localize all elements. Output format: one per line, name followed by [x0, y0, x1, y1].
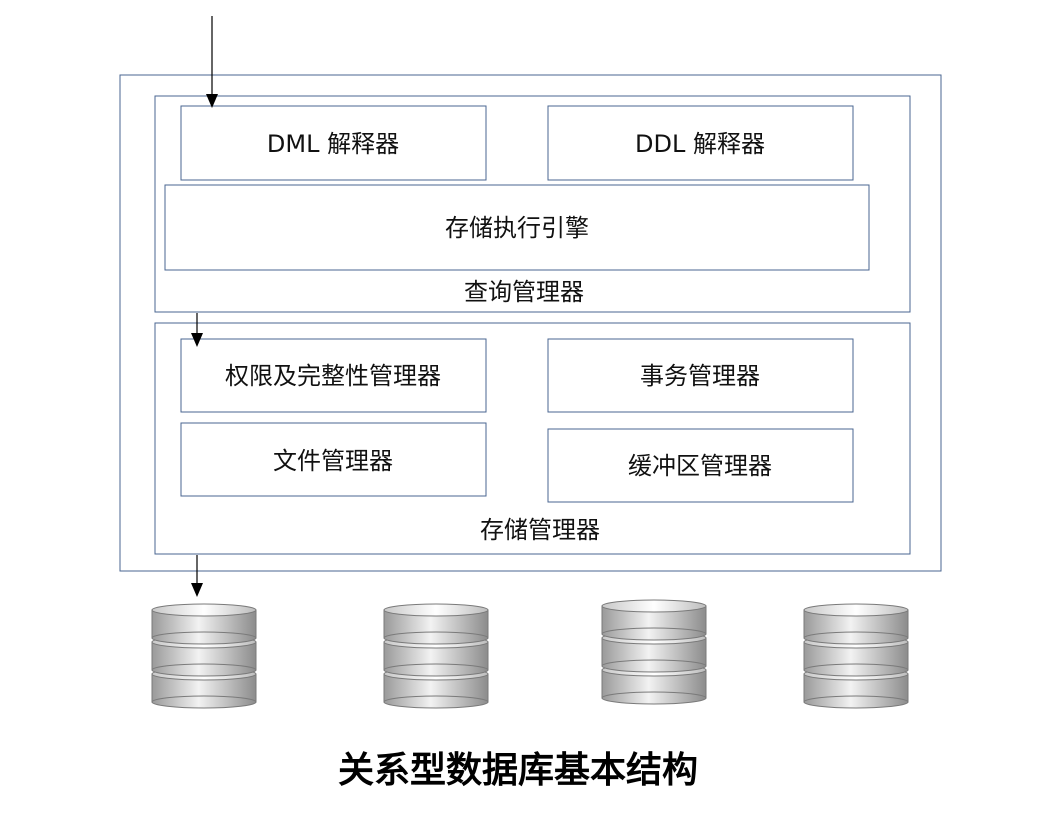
- query-manager-label: 查询管理器: [464, 278, 584, 306]
- authority-integrity-manager-label: 权限及完整性管理器: [225, 362, 441, 390]
- authority-integrity-manager-box: [180, 338, 487, 413]
- dml-interpreter-label: DML 解释器: [267, 130, 399, 158]
- query-manager-group: DML 解释器 DDL 解释器 存储执行引擎 查询管理器: [154, 95, 911, 313]
- transaction-manager-box: [547, 338, 854, 413]
- storage-manager-label: 存储管理器: [480, 516, 600, 544]
- ddl-interpreter-label: DDL 解释器: [635, 130, 765, 158]
- database-icon: [151, 603, 257, 709]
- buffer-manager-box: [547, 428, 854, 503]
- database-icon: [383, 603, 489, 709]
- file-manager-box: [180, 422, 487, 497]
- database-icon: [803, 603, 909, 709]
- database-icon: [601, 599, 707, 705]
- buffer-manager-label: 缓冲区管理器: [628, 452, 772, 480]
- database-group: [151, 599, 909, 709]
- transaction-manager-label: 事务管理器: [640, 362, 760, 390]
- arrow-into-dml: [206, 16, 218, 108]
- dml-interpreter-box: [180, 105, 487, 181]
- storage-engine-label: 存储执行引擎: [445, 214, 589, 242]
- storage-engine-box: [164, 184, 870, 271]
- arrow-into-storage-manager: [191, 313, 203, 347]
- diagram-caption: 关系型数据库基本结构: [338, 750, 698, 791]
- ddl-interpreter-box: [547, 105, 854, 181]
- arrow-to-databases: [191, 555, 203, 597]
- storage-manager-group: 权限及完整性管理器 事务管理器 文件管理器 缓冲区管理器 存储管理器: [154, 322, 911, 555]
- file-manager-label: 文件管理器: [273, 447, 393, 475]
